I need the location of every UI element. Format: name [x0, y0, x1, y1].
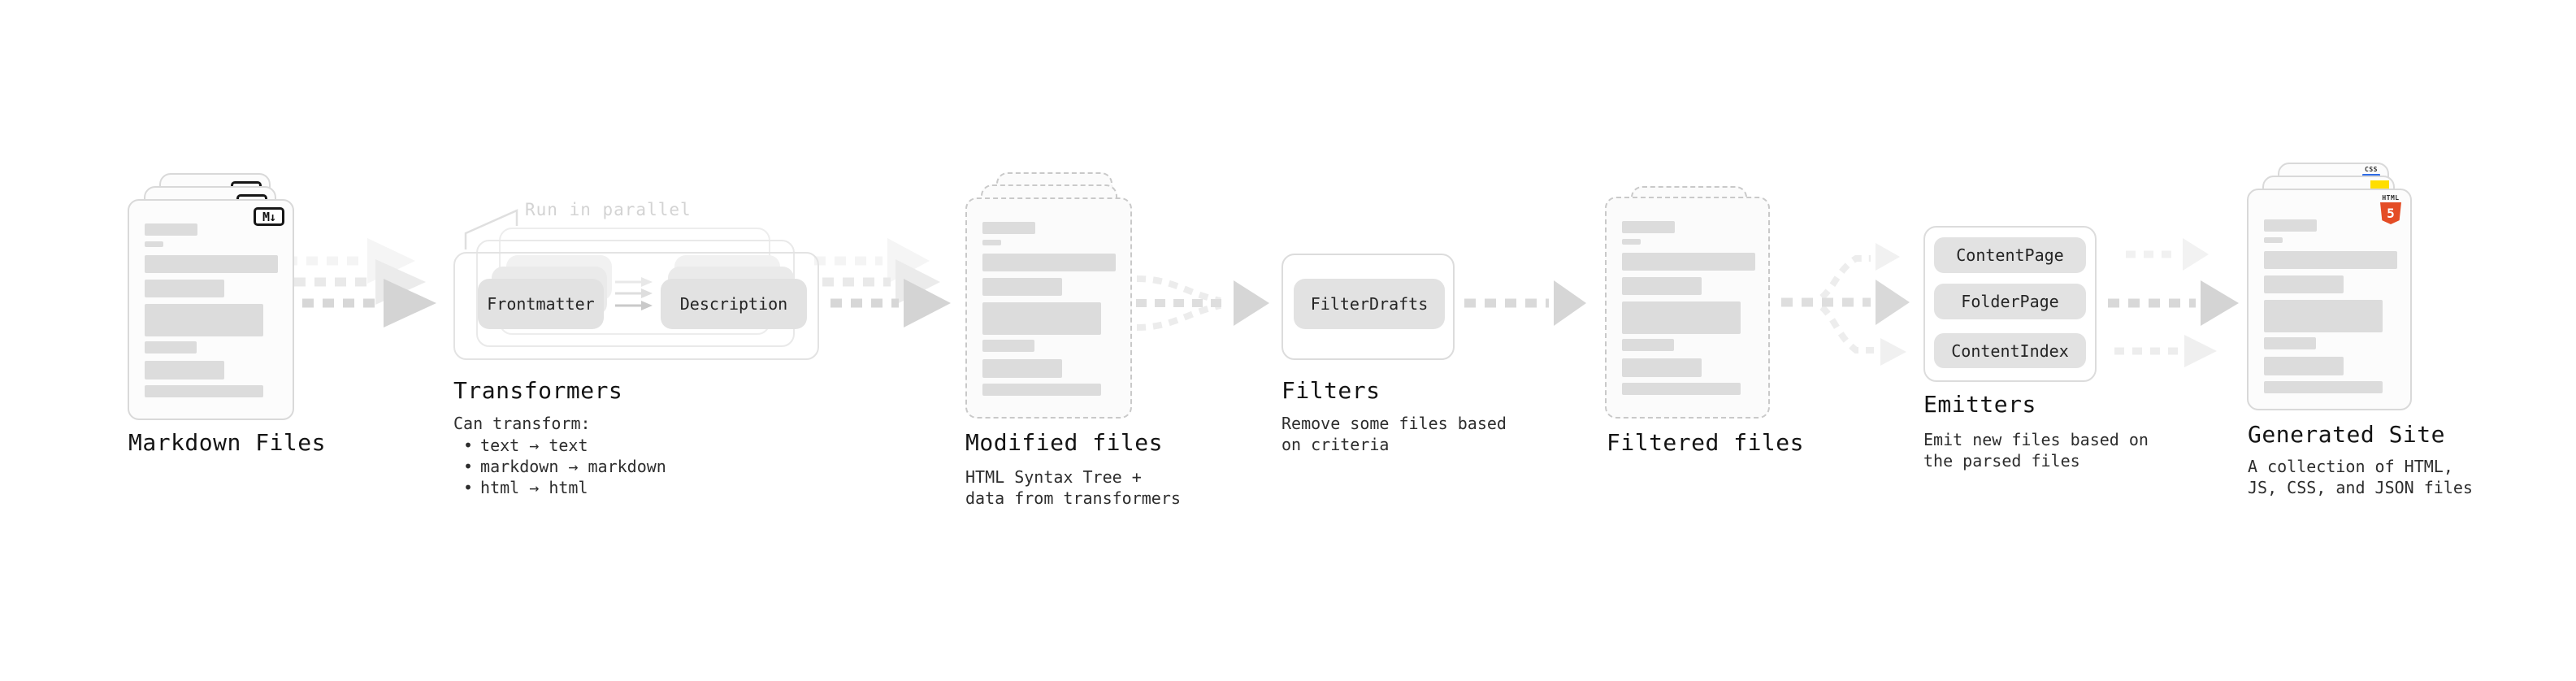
html5-icon-label: HTML: [2382, 194, 2400, 202]
generated-site-desc: A collection of HTML, JS, CSS, and JSON …: [2248, 457, 2473, 497]
transformer-box-front: [453, 252, 819, 360]
placeholder-bar: [982, 302, 1101, 335]
arrow-filters-to-filtered: [1464, 280, 1586, 326]
bullet-text: text → text: [480, 436, 588, 455]
placeholder-bar: [1622, 277, 1702, 295]
placeholder-bar: [982, 254, 1116, 271]
modified-files-desc: HTML Syntax Tree + data from transformer…: [965, 467, 1181, 508]
placeholder-bar: [982, 278, 1062, 296]
emitter-pill-folderpage: FolderPage: [1934, 284, 2086, 319]
transformers-bullet: • text → text: [463, 435, 588, 456]
html5-icon-number: 5: [2387, 206, 2395, 221]
placeholder-bar: [145, 255, 278, 273]
placeholder-bar: [982, 340, 1034, 352]
placeholder-bar: [2264, 337, 2316, 349]
bullet-text: html → html: [480, 478, 588, 497]
arrow-filtered-to-emitters-fanout: [1781, 243, 1910, 366]
transformers-bullet: • markdown → markdown: [463, 456, 666, 477]
placeholder-bar: [1622, 221, 1675, 233]
filters-label: Filters: [1281, 377, 1381, 404]
js-icon: [2370, 180, 2389, 191]
generated-file-html: HTML 5: [2247, 189, 2412, 410]
placeholder-bar: [2264, 381, 2383, 393]
placeholder-bar: [2264, 237, 2283, 243]
markdown-file-front: M↓: [128, 199, 294, 420]
placeholder-bar: [1622, 253, 1755, 271]
emitters-desc: Emit new files based on the parsed files: [1923, 430, 2149, 471]
placeholder-bar: [145, 304, 263, 336]
generated-site-label: Generated Site: [2248, 421, 2446, 448]
placeholder-bar: [1622, 339, 1674, 351]
arrow-transformers-to-modified: [814, 238, 951, 327]
transformers-desc-title: Can transform:: [453, 414, 591, 433]
filtered-files-label: Filtered files: [1607, 429, 1805, 456]
emitters-label: Emitters: [1923, 391, 2036, 418]
run-in-parallel-leader-line: [464, 209, 518, 249]
markdown-files-label: Markdown Files: [128, 429, 327, 456]
bullet-icon: •: [463, 457, 474, 476]
placeholder-bar: [145, 385, 263, 397]
run-in-parallel-annotation: Run in parallel: [525, 200, 692, 219]
bullet-icon: •: [463, 478, 474, 497]
transformers-label: Transformers: [453, 377, 623, 404]
placeholder-bar: [2264, 219, 2317, 232]
html5-icon: HTML 5: [2380, 194, 2401, 224]
placeholder-bar: [982, 240, 1001, 245]
bullet-text: markdown → markdown: [480, 457, 666, 476]
placeholder-bar: [145, 280, 224, 297]
placeholder-bar: [1622, 383, 1741, 395]
arrow-modified-to-filters-converge: [1136, 275, 1269, 331]
placeholder-bar: [145, 241, 163, 247]
placeholder-bar: [2264, 275, 2344, 293]
placeholder-bar: [2264, 300, 2383, 332]
placeholder-bar: [982, 359, 1062, 378]
transformer-output-pill: Description: [661, 279, 807, 329]
emitter-pill-contentindex: ContentIndex: [1934, 333, 2086, 368]
m-down-icon: M↓: [254, 207, 284, 226]
placeholder-bar: [1622, 358, 1702, 377]
placeholder-bar: [982, 384, 1101, 396]
placeholder-bar: [2264, 251, 2397, 269]
placeholder-bar: [982, 222, 1035, 234]
placeholder-bar: [1622, 239, 1641, 245]
modified-file-front: [965, 197, 1132, 419]
placeholder-bar: [145, 223, 197, 236]
html5-icon-shield: 5: [2380, 202, 2401, 224]
modified-files-label: Modified files: [965, 429, 1164, 456]
bullet-icon: •: [463, 436, 474, 455]
filter-pill-filterdrafts: FilterDrafts: [1294, 279, 1445, 329]
transformer-parallel-arrows: [615, 277, 653, 310]
transformers-bullet: • html → html: [463, 477, 588, 498]
transformer-input-pill: Frontmatter: [478, 279, 604, 329]
arrow-markdown-to-transformers: [286, 238, 436, 327]
placeholder-bar: [1622, 301, 1741, 334]
placeholder-bar: [145, 341, 197, 354]
arrow-emitters-to-generated: [2108, 238, 2239, 367]
filters-desc: Remove some files based on criteria: [1281, 414, 1507, 454]
css-icon-text: CSS: [2365, 166, 2378, 173]
emitter-pill-contentpage: ContentPage: [1934, 237, 2086, 273]
placeholder-bar: [145, 361, 224, 380]
filtered-file-front: [1605, 197, 1770, 419]
placeholder-bar: [2264, 357, 2344, 375]
